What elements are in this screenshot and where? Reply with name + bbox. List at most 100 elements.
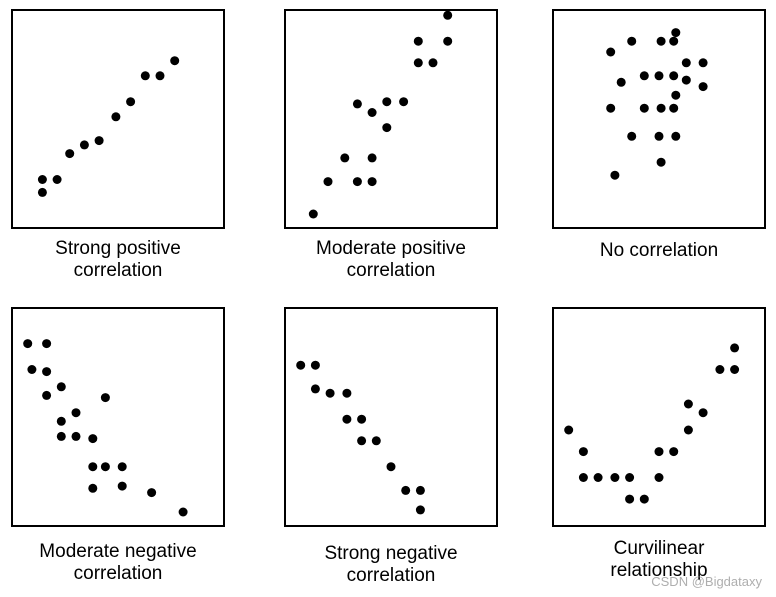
caption-line: relationship: [610, 560, 708, 581]
data-point: [342, 388, 352, 398]
data-point: [367, 177, 377, 187]
data-point: [37, 175, 47, 184]
data-point: [627, 36, 637, 46]
data-point: [616, 77, 626, 87]
caption-line: Moderate negative: [39, 541, 197, 562]
data-point: [578, 473, 588, 482]
data-point: [698, 408, 708, 418]
data-point: [342, 414, 352, 424]
data-point: [669, 71, 679, 81]
data-point: [352, 99, 362, 109]
data-point: [671, 131, 681, 141]
data-point: [71, 408, 81, 418]
data-point: [56, 382, 66, 392]
data-point: [625, 494, 635, 504]
data-point: [352, 177, 362, 187]
data-point: [357, 436, 367, 446]
data-point: [639, 71, 649, 81]
data-point: [413, 58, 423, 68]
caption-line: correlation: [346, 565, 436, 586]
data-point: [654, 71, 664, 81]
data-point: [310, 384, 320, 394]
data-point: [669, 447, 679, 457]
data-point: [323, 177, 333, 187]
data-point: [126, 97, 136, 107]
data-point: [443, 11, 453, 20]
data-point: [367, 108, 377, 117]
data-point: [117, 481, 127, 491]
scatter-plot-area: [296, 360, 425, 515]
scatter-plot-area: [308, 11, 453, 219]
data-point: [683, 399, 693, 409]
data-point: [671, 90, 681, 100]
data-point: [625, 473, 635, 482]
plot-caption: No correlation: [532, 240, 776, 262]
data-point: [37, 187, 47, 197]
data-point: [340, 153, 350, 163]
data-point: [42, 339, 52, 349]
data-point: [65, 149, 75, 159]
data-point: [415, 505, 425, 515]
scatter-plot-6: [552, 307, 766, 527]
data-point: [56, 416, 66, 426]
data-point: [140, 71, 150, 81]
data-point: [147, 488, 157, 498]
data-point: [428, 58, 438, 68]
scatter-plot-area: [23, 339, 188, 517]
caption-line: Curvilinear: [613, 538, 705, 559]
scatter-plot-3: [552, 9, 766, 229]
data-point: [681, 58, 691, 68]
caption-line: No correlation: [599, 240, 719, 261]
data-point: [443, 36, 453, 46]
watermark: CSDN @Bigdataxy: [651, 574, 762, 589]
data-point: [79, 140, 89, 150]
data-point: [42, 390, 52, 400]
data-point: [296, 360, 306, 370]
data-point: [681, 75, 691, 85]
caption-line: Moderate positive: [316, 238, 466, 259]
data-point: [671, 28, 681, 38]
data-point: [627, 131, 637, 141]
data-point: [683, 425, 693, 435]
data-point: [578, 447, 588, 457]
data-point: [23, 339, 33, 349]
data-point: [310, 360, 320, 370]
data-point: [654, 447, 664, 457]
data-point: [654, 473, 664, 482]
caption-line: correlation: [73, 563, 163, 584]
scatter-plot-5: [284, 307, 498, 527]
data-point: [308, 209, 318, 219]
data-point: [382, 123, 392, 133]
data-point: [564, 425, 574, 435]
data-point: [656, 157, 666, 167]
data-point: [639, 103, 649, 113]
data-point: [415, 485, 425, 495]
data-point: [413, 36, 423, 46]
data-point: [111, 112, 121, 122]
data-point: [155, 71, 165, 81]
data-point: [88, 483, 98, 493]
caption-line: correlation: [73, 260, 163, 281]
data-point: [715, 365, 725, 374]
data-point: [669, 103, 679, 113]
data-point: [100, 393, 110, 403]
data-point: [639, 494, 649, 504]
data-point: [654, 131, 664, 141]
data-point: [698, 58, 708, 68]
scatter-plot-1: [11, 9, 225, 229]
data-point: [88, 434, 98, 444]
data-point: [399, 97, 409, 107]
scatter-plot-area: [606, 28, 708, 180]
data-point: [610, 170, 620, 180]
data-point: [100, 462, 110, 472]
data-point: [117, 462, 127, 472]
data-point: [357, 414, 367, 424]
data-point: [610, 473, 620, 482]
data-point: [593, 473, 603, 482]
data-point: [730, 365, 740, 374]
